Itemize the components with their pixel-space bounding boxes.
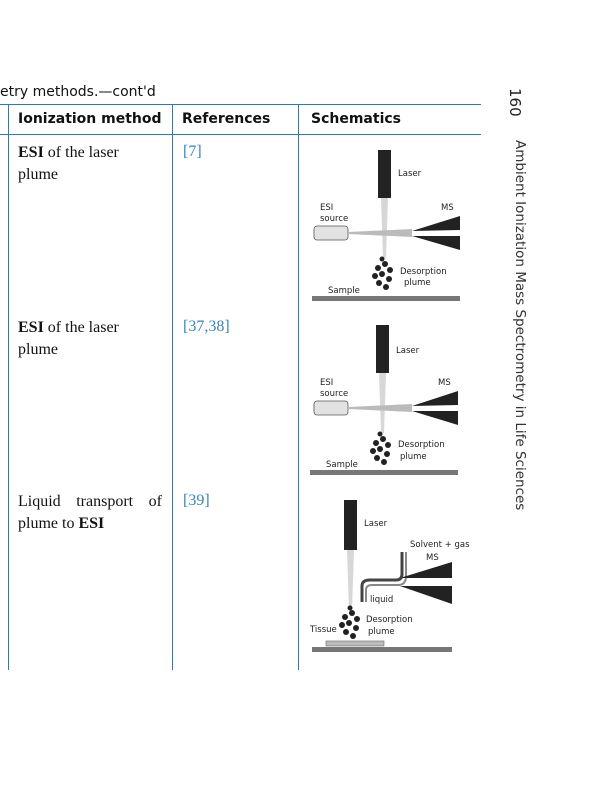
label-desorption: Desorption: [366, 615, 413, 625]
ms-inlet-top: [412, 216, 460, 231]
label-laser: Laser: [398, 169, 422, 179]
esi-source-icon: [313, 400, 349, 416]
esi-spray: [348, 229, 412, 237]
table-row-method: ESI of the laser plume: [18, 317, 160, 361]
method-text: of the laser plume: [18, 144, 119, 183]
esi-source-icon: [313, 225, 349, 241]
laser-beam: [347, 550, 354, 610]
label-laser: Laser: [364, 519, 388, 529]
label-desorption: Desorption: [400, 267, 447, 277]
ms-inlet-top: [400, 562, 452, 578]
method-text: of the laser plume: [18, 319, 119, 358]
reference-link[interactable]: [7]: [183, 143, 202, 160]
method-bold: ESI: [18, 144, 44, 161]
reference-link[interactable]: [37,38]: [183, 318, 230, 335]
ms-inlet-top: [412, 391, 458, 406]
laser-icon: [344, 500, 357, 550]
label-source: source: [320, 214, 348, 224]
label-tissue: Tissue: [309, 625, 337, 635]
label-plume: plume: [404, 278, 431, 288]
ms-inlet-bottom: [412, 411, 458, 425]
label-ms: MS: [438, 378, 451, 388]
column-divider: [298, 104, 299, 670]
table-row-method: ESI of the laser plume: [18, 142, 160, 186]
method-text: Liquid transport of plume to: [18, 493, 162, 532]
label-ms: MS: [426, 553, 439, 563]
ms-inlet-bottom: [400, 586, 452, 604]
label-solvent: Solvent + gas: [410, 540, 470, 550]
laser-beam: [381, 198, 388, 258]
plume-icon: [370, 431, 391, 465]
label-sample: Sample: [326, 460, 358, 470]
table-top-rule: [0, 104, 481, 105]
laser-icon: [378, 150, 391, 198]
liquid-tube: [360, 552, 404, 602]
label-plume: plume: [400, 452, 427, 462]
label-plume: plume: [368, 627, 395, 637]
label-desorption: Desorption: [398, 440, 445, 450]
schematic-laser-esi: Laser ESI source MS Desorption plume Sam…: [310, 325, 458, 475]
label-sample: Sample: [328, 286, 360, 296]
label-liquid: liquid: [370, 595, 393, 605]
header-references: References: [182, 111, 271, 127]
method-bold: ESI: [18, 319, 44, 336]
header-ionization-method: Ionization method: [18, 111, 162, 127]
sample-plate: [312, 647, 452, 652]
tissue-slice: [325, 640, 385, 647]
label-laser: Laser: [396, 346, 420, 356]
liquid-tube-inner: [365, 552, 407, 602]
table-caption: etry methods.—cont'd: [0, 84, 156, 100]
header-schematics: Schematics: [311, 111, 402, 127]
label-source: source: [320, 389, 348, 399]
table-row-method: Liquid transport of plume to ESI: [18, 491, 162, 535]
running-title: Ambient Ionization Mass Spectrometry in …: [512, 140, 528, 511]
label-esi: ESI: [320, 378, 333, 388]
reference-link[interactable]: [39]: [183, 492, 210, 509]
column-divider: [172, 104, 173, 670]
page-number: 160: [506, 88, 524, 117]
table-header-rule: [0, 134, 481, 135]
sample-plate: [310, 470, 458, 475]
schematic-liquid-transport: Laser Solvent + gas MS liquid Desorption…: [309, 500, 470, 652]
label-esi: ESI: [320, 203, 333, 213]
label-ms: MS: [441, 203, 454, 213]
plume-icon: [372, 256, 393, 290]
laser-icon: [376, 325, 389, 373]
esi-spray: [348, 404, 412, 412]
plume-icon: [339, 605, 360, 639]
column-divider: [8, 104, 9, 670]
method-bold: ESI: [78, 515, 105, 532]
schematic-laser-esi: Laser ESI source MS Desorption plume Sam…: [312, 150, 460, 301]
laser-beam: [379, 373, 386, 433]
ms-inlet-bottom: [412, 236, 460, 250]
sample-plate: [312, 296, 460, 301]
